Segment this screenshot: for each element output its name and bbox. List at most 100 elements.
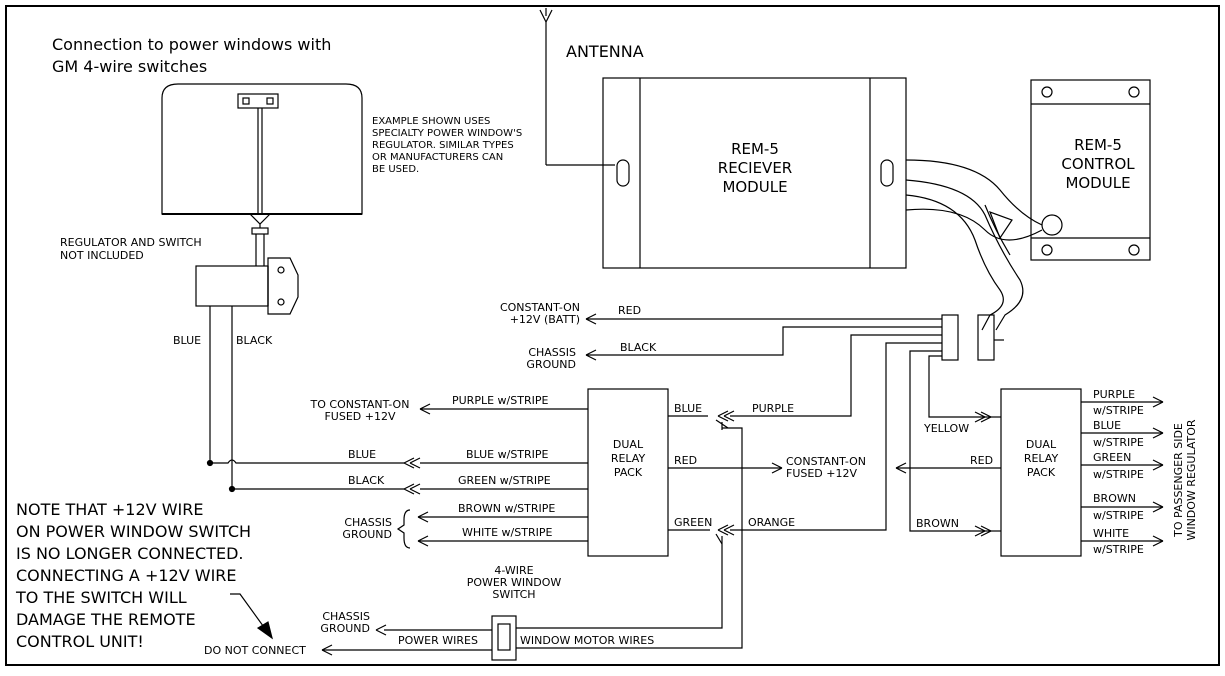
pointer-arrow-icon xyxy=(256,621,273,640)
red-left-label: RED xyxy=(674,454,697,467)
svg-text:TO THE SWITCH WILL: TO THE SWITCH WILL xyxy=(15,588,187,607)
chassis-ground-switch-2: GROUND xyxy=(320,622,370,635)
svg-text:WINDOW REGULATOR: WINDOW REGULATOR xyxy=(1185,419,1198,540)
connector-right xyxy=(977,314,995,361)
svg-text:NOTE THAT +12V WIRE: NOTE THAT +12V WIRE xyxy=(16,500,203,519)
receiver-label-2: RECIEVER xyxy=(718,159,792,177)
title-line-1: Connection to power windows with xyxy=(52,35,331,54)
constant-on-fused-2: FUSED +12V xyxy=(786,467,857,480)
to-constant-on-2: FUSED +12V xyxy=(324,410,395,423)
svg-text:CONTROL UNIT!: CONTROL UNIT! xyxy=(16,632,144,651)
yellow-wire xyxy=(928,355,985,418)
window-motor-wire-2 xyxy=(516,536,723,629)
right-out-white: WHITE xyxy=(1093,527,1129,540)
black-wire-label: BLACK xyxy=(348,474,385,487)
orange-label: ORANGE xyxy=(748,516,795,529)
red-right-label: RED xyxy=(970,454,993,467)
title-line-2: GM 4-wire switches xyxy=(52,57,207,76)
svg-text:EXAMPLE SHOWN USES: EXAMPLE SHOWN USES xyxy=(372,116,490,127)
window-motor-wires-label: WINDOW MOTOR WIRES xyxy=(520,634,654,647)
switch-label-2: POWER WINDOW xyxy=(467,576,562,589)
purple-label: PURPLE xyxy=(752,402,794,415)
regulator-note-2: NOT INCLUDED xyxy=(60,249,144,262)
blue-label: BLUE xyxy=(173,334,201,347)
switch-label-1: 4-WIRE xyxy=(494,564,533,577)
receiver-label-3: MODULE xyxy=(722,178,787,196)
brown-wire xyxy=(909,350,985,532)
right-out-purple: PURPLE xyxy=(1093,388,1135,401)
control-module xyxy=(1030,79,1151,261)
control-label-3: MODULE xyxy=(1065,174,1130,192)
antenna-label: ANTENNA xyxy=(566,42,644,61)
constant-on-fused-1: CONSTANT-ON xyxy=(786,455,866,468)
svg-text:DAMAGE THE REMOTE: DAMAGE THE REMOTE xyxy=(16,610,196,629)
svg-text:BE USED.: BE USED. xyxy=(372,164,419,175)
example-note: EXAMPLE SHOWN USES SPECIALTY POWER WINDO… xyxy=(372,116,522,175)
receiver-module xyxy=(602,77,907,269)
constant-on-batt-1: CONSTANT-ON xyxy=(500,301,580,314)
cable-bundle xyxy=(905,159,1043,331)
relay-right-3: PACK xyxy=(1027,466,1056,479)
receiver-label-1: REM-5 xyxy=(731,140,779,158)
blue-wire-label: BLUE xyxy=(348,448,376,461)
relay-pack-right xyxy=(1000,388,1082,557)
connector-icon xyxy=(403,483,421,495)
window-motor-wire-1 xyxy=(516,427,743,649)
switch-label-3: SWITCH xyxy=(492,588,535,601)
right-out-brown-stripe: w/STRIPE xyxy=(1093,509,1144,522)
antenna-icon xyxy=(539,8,615,166)
brown-label: BROWN xyxy=(916,517,959,530)
green-stripe-label: GREEN w/STRIPE xyxy=(458,474,551,487)
right-out-green: GREEN xyxy=(1093,451,1131,464)
brown-stripe-label: BROWN w/STRIPE xyxy=(458,502,555,515)
connector-icon xyxy=(974,411,993,423)
arrow-icon xyxy=(419,403,431,415)
right-out-blue: BLUE xyxy=(1093,419,1121,432)
right-outputs xyxy=(1081,396,1164,547)
connector-icon xyxy=(717,410,735,422)
yellow-label: YELLOW xyxy=(923,422,969,435)
relay-left-2: RELAY xyxy=(611,452,646,465)
arrow-icon xyxy=(771,462,783,474)
black-ground-label: BLACK xyxy=(620,341,657,354)
chassis-ground-left-2: GROUND xyxy=(342,528,392,541)
arrow-icon xyxy=(321,644,333,656)
right-out-blue-stripe: w/STRIPE xyxy=(1093,436,1144,449)
to-constant-on-1: TO CONSTANT-ON xyxy=(310,398,410,411)
green-label: GREEN xyxy=(674,516,712,529)
connector-icon xyxy=(715,419,729,430)
connector-icon xyxy=(974,525,993,537)
orange-wire xyxy=(730,342,942,531)
red-wire-label: RED xyxy=(618,304,641,317)
black-wire-ground xyxy=(586,326,942,356)
control-label-1: REM-5 xyxy=(1074,136,1122,154)
white-stripe-label: WHITE w/STRIPE xyxy=(462,526,552,539)
right-out-brown: BROWN xyxy=(1093,492,1136,505)
right-out-green-stripe: w/STRIPE xyxy=(1093,468,1144,481)
warning-note: NOTE THAT +12V WIRE ON POWER WINDOW SWIT… xyxy=(15,500,251,651)
right-out-purple-stripe: w/STRIPE xyxy=(1093,404,1144,417)
arrow-icon xyxy=(375,624,387,636)
passenger-side-label: TO PASSENGER SIDE WINDOW REGULATOR xyxy=(1172,419,1198,540)
svg-text:CONNECTING A +12V WIRE: CONNECTING A +12V WIRE xyxy=(16,566,237,585)
black-label: BLACK xyxy=(236,334,273,347)
blue-right-label: BLUE xyxy=(674,402,702,415)
svg-text:OR MANUFACTURERS CAN: OR MANUFACTURERS CAN xyxy=(372,152,503,163)
constant-on-batt-2: +12V (BATT) xyxy=(510,313,580,326)
relay-left-1: DUAL xyxy=(613,438,644,451)
connector-icon xyxy=(403,457,421,469)
power-window-switch xyxy=(491,615,517,661)
relay-right-2: RELAY xyxy=(1024,452,1059,465)
relay-left-3: PACK xyxy=(614,466,643,479)
arrow-icon xyxy=(895,462,907,474)
right-out-white-stripe: w/STRIPE xyxy=(1093,543,1144,556)
chassis-ground-1: CHASSIS xyxy=(528,346,576,359)
motor-connector-icon xyxy=(195,257,299,315)
regulator-note-1: REGULATOR AND SWITCH xyxy=(60,236,202,249)
purple-wire xyxy=(730,334,942,417)
purple-stripe-label: PURPLE w/STRIPE xyxy=(452,394,548,407)
do-not-connect-label: DO NOT CONNECT xyxy=(204,644,306,657)
chassis-ground-switch-1: CHASSIS xyxy=(322,610,370,623)
